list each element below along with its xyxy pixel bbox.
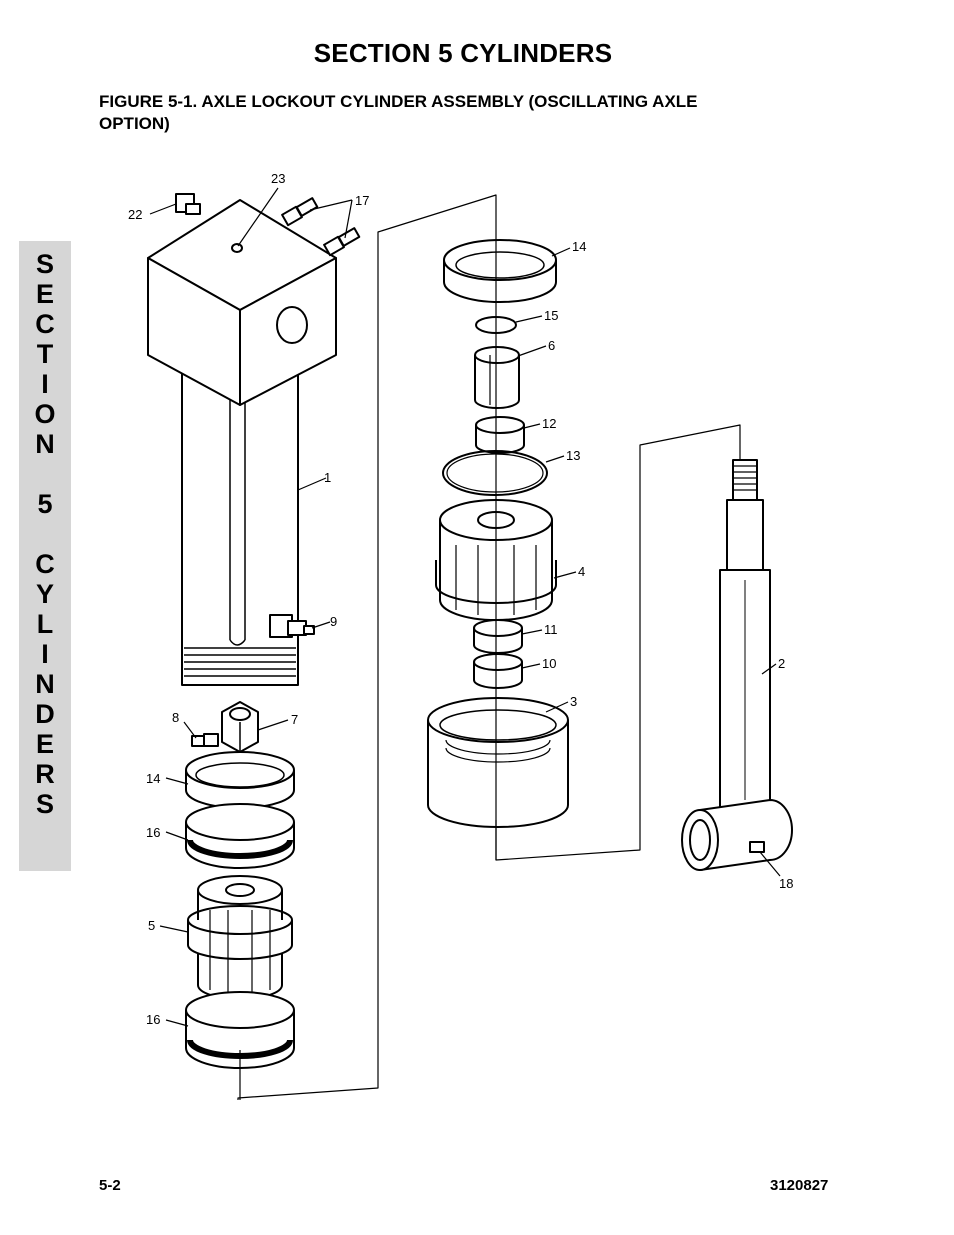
bushing-part-6 [474, 346, 520, 409]
side-tab-letter: N [35, 429, 55, 459]
seal-part-12 [475, 416, 525, 454]
callout-1: 1 [324, 470, 331, 485]
figure-caption-line-1: FIGURE 5-1. AXLE LOCKOUT CYLINDER ASSEMB… [99, 92, 698, 111]
callout-18: 18 [779, 876, 793, 891]
callout-9: 9 [330, 614, 337, 629]
callout-2: 2 [778, 656, 785, 671]
side-tab-letter: L [36, 609, 54, 639]
page-title: SECTION 5 CYLINDERS [313, 38, 613, 68]
callout-4: 4 [578, 564, 585, 579]
wiper-part-10 [473, 653, 523, 689]
ring-part-14-left [185, 751, 295, 809]
piston-part-5 [187, 875, 293, 1000]
side-tab-letter: R [35, 759, 55, 789]
assembly-reference-lines [237, 194, 741, 1100]
callout-12: 12 [542, 416, 556, 431]
callout-16-left-top: 16 [146, 825, 160, 840]
page-number: 5-2 [99, 1177, 121, 1194]
collar-part-3 [427, 697, 569, 828]
callout-11: 11 [544, 622, 558, 637]
callout-15: 15 [544, 308, 558, 323]
leader-lines [149, 187, 781, 1027]
side-tab-letter: E [35, 729, 54, 759]
o-ring-part-13 [442, 450, 548, 496]
rod-part-2 [681, 459, 793, 871]
figure-caption-line-2: OPTION) [99, 114, 170, 133]
side-tab-letter: E [35, 279, 54, 309]
seal-part-11 [473, 619, 523, 654]
cylinder-barrel-part-1 [147, 193, 361, 686]
setscrew-part-8 [191, 733, 219, 747]
ring-part-16-left-top [185, 803, 295, 869]
side-tab-letter: O [34, 399, 56, 429]
callout-22: 22 [128, 207, 142, 222]
ring-part-14-right [443, 239, 557, 303]
side-tab-letter: C [35, 549, 55, 579]
document-number: 3120827 [770, 1177, 829, 1194]
callout-labels: 23 22 17 1 9 8 7 14 16 5 16 14 15 6 12 1… [128, 171, 793, 1027]
nut-part-7 [221, 701, 259, 753]
side-tab-letter: C [35, 309, 55, 339]
callout-17: 17 [355, 193, 369, 208]
side-tab-letter: S [35, 789, 54, 819]
side-tab-letter: D [35, 699, 55, 729]
callout-6: 6 [548, 338, 555, 353]
side-tab-letter: N [35, 669, 55, 699]
callout-16-left-bottom: 16 [146, 1012, 160, 1027]
side-tab-letter: S [35, 249, 54, 279]
side-tab-letter: Y [35, 579, 54, 609]
callout-14-left: 14 [146, 771, 160, 786]
figure-caption: FIGURE 5-1. AXLE LOCKOUT CYLINDER ASSEMB… [99, 91, 799, 135]
callout-14-right: 14 [572, 239, 586, 254]
callout-23: 23 [271, 171, 285, 186]
side-tab-letter: 5 [37, 489, 53, 519]
side-tab-letter: I [41, 639, 49, 669]
callout-7: 7 [291, 712, 298, 727]
callout-3: 3 [570, 694, 577, 709]
callout-10: 10 [542, 656, 556, 671]
callout-5: 5 [148, 918, 155, 933]
callout-8: 8 [172, 710, 179, 725]
callout-13: 13 [566, 448, 580, 463]
side-tab-letter: I [41, 369, 49, 399]
side-tab-letter: T [36, 339, 54, 369]
